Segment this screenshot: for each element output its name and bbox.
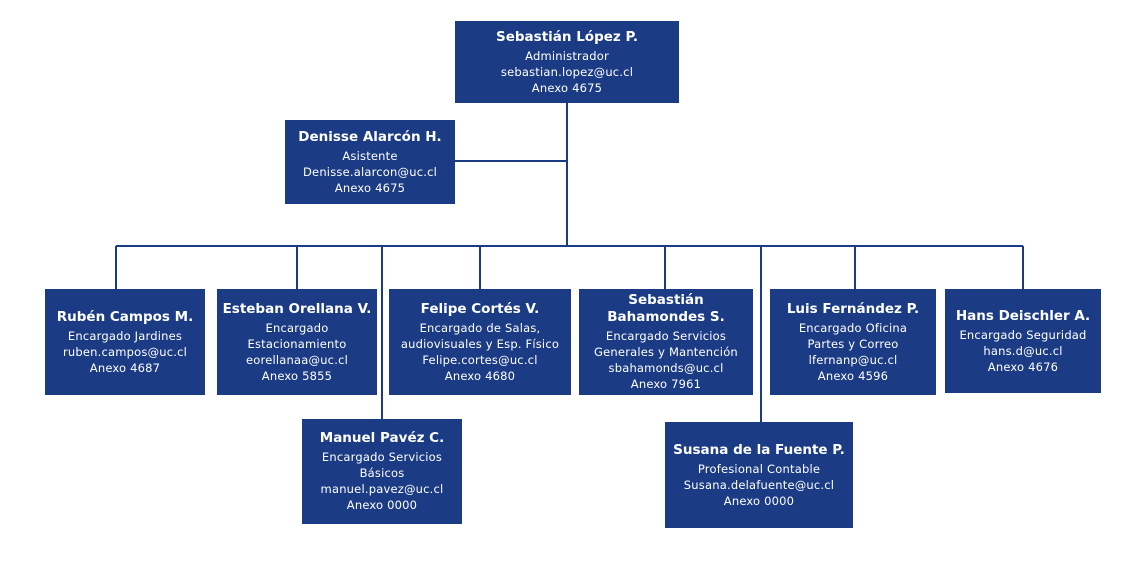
person-name: Esteban Orellana V. xyxy=(222,300,372,317)
person-email: Felipe.cortes@uc.cl xyxy=(422,352,538,367)
person-role: Básicos xyxy=(359,466,405,480)
person-email: hans.d@uc.cl xyxy=(983,343,1063,358)
person-name: Felipe Cortés V. xyxy=(420,300,540,317)
person-name: Hans Deischler A. xyxy=(955,307,1091,324)
person-name: Susana de la Fuente P. xyxy=(673,441,845,458)
person-role: Encargado Servicios xyxy=(605,329,727,343)
person-role: audiovisuales y Esp. Físico xyxy=(400,336,560,351)
person-email: sebastian.lopez@uc.cl xyxy=(500,64,634,79)
org-box-luis-fernandez: Luis Fernández P. Encargado Oficina Part… xyxy=(770,289,936,395)
person-role: Encargado Jardines xyxy=(67,328,183,343)
person-extension: Anexo 0000 xyxy=(346,498,418,512)
org-box-sebastian-bahamondes: Sebastián Bahamondes S. Encargado Servic… xyxy=(579,289,753,395)
person-role: Encargado de Salas, xyxy=(419,320,541,335)
org-box-manuel-pavez: Manuel Pavéz C. Encargado Servicios Bási… xyxy=(302,419,462,524)
org-box-hans-deischler: Hans Deischler A. Encargado Seguridad ha… xyxy=(945,289,1101,393)
person-extension: Anexo 5855 xyxy=(261,368,333,383)
person-role: Administrador xyxy=(525,48,609,63)
person-name-last: Bahamondes S. xyxy=(607,309,725,325)
person-email: sbahamonds@uc.cl xyxy=(608,361,724,375)
person-name: Denisse Alarcón H. xyxy=(298,128,442,145)
org-box-assistant: Denisse Alarcón H. Asistente Denisse.ala… xyxy=(285,120,455,204)
person-email: manuel.pavez@uc.cl xyxy=(320,482,444,496)
person-extension: Anexo 0000 xyxy=(723,493,795,508)
person-extension: Anexo 4680 xyxy=(444,368,516,383)
person-role: Encargado Oficina xyxy=(798,320,908,335)
person-extension: Anexo 4676 xyxy=(987,359,1059,374)
person-role: Partes y Correo xyxy=(807,336,899,351)
person-email: lfernanp@uc.cl xyxy=(808,352,898,367)
org-box-ruben-campos: Rubén Campos M. Encargado Jardines ruben… xyxy=(45,289,205,395)
person-email: ruben.campos@uc.cl xyxy=(62,344,188,359)
person-extension: Anexo 4675 xyxy=(531,80,603,95)
person-role: Estacionamiento xyxy=(247,336,347,351)
person-extension: Anexo 7961 xyxy=(630,377,702,391)
org-box-felipe-cortes: Felipe Cortés V. Encargado de Salas, aud… xyxy=(389,289,571,395)
person-role: Profesional Contable xyxy=(697,461,821,476)
person-extension: Anexo 4687 xyxy=(89,360,161,375)
person-email: Susana.delafuente@uc.cl xyxy=(683,477,835,492)
person-role: Encargado xyxy=(265,320,329,335)
person-extension: Anexo 4675 xyxy=(334,180,406,195)
person-email: eorellanaa@uc.cl xyxy=(246,352,348,367)
org-box-admin: Sebastián López P. Administrador sebasti… xyxy=(455,21,679,103)
person-role: Asistente xyxy=(342,148,398,163)
person-role: Encargado Servicios xyxy=(321,450,443,464)
person-name: Luis Fernández P. xyxy=(786,300,920,317)
person-extension: Anexo 4596 xyxy=(817,368,889,383)
person-role: Encargado Seguridad xyxy=(959,327,1087,342)
org-box-esteban-orellana: Esteban Orellana V. Encargado Estacionam… xyxy=(217,289,377,395)
org-box-susana-de-la-fuente: Susana de la Fuente P. Profesional Conta… xyxy=(665,422,853,528)
person-role: Generales y Mantención xyxy=(594,345,738,359)
person-name-first: Sebastián xyxy=(628,292,704,308)
person-name: Rubén Campos M. xyxy=(56,308,194,325)
person-name: Manuel Pavéz C. xyxy=(319,430,445,446)
person-name: Sebastián López P. xyxy=(496,28,638,45)
person-email: Denisse.alarcon@uc.cl xyxy=(302,164,438,179)
